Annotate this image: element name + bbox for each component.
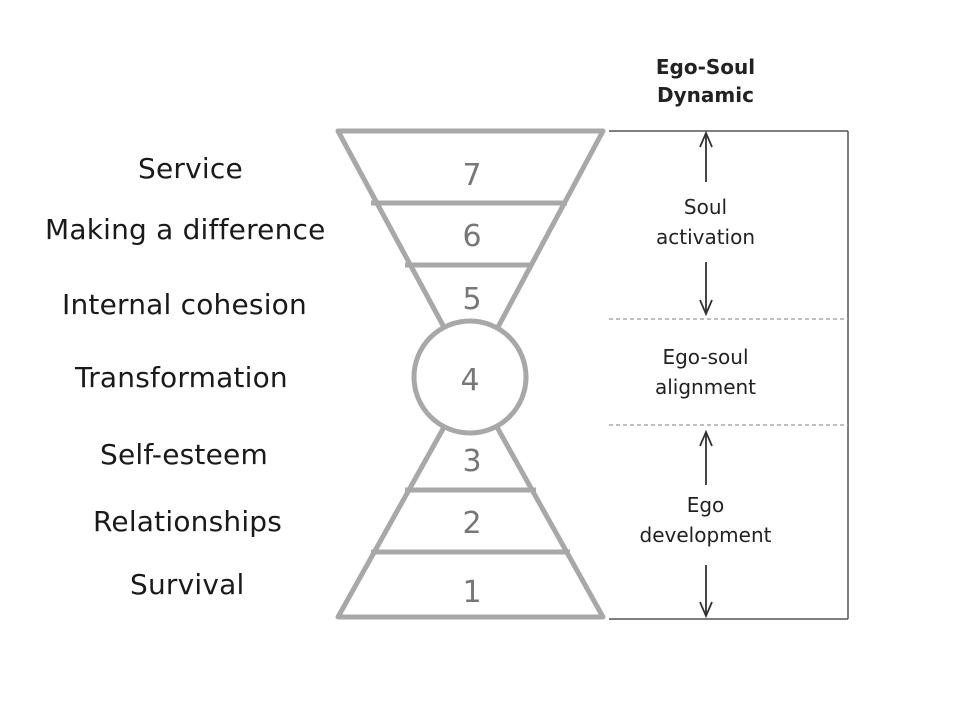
level-6-label: Making a difference bbox=[45, 213, 326, 246]
dynamic-title: Ego-Soul Dynamic bbox=[655, 55, 756, 107]
arrow-up-soul-icon bbox=[699, 130, 713, 182]
level-3-label: Self-esteem bbox=[100, 438, 268, 471]
level-2-label: Relationships bbox=[93, 505, 283, 538]
arrow-down-ego-icon bbox=[699, 565, 713, 619]
level-4-label: Transformation bbox=[75, 361, 288, 394]
arrow-up-ego-icon bbox=[699, 429, 713, 485]
level-5-label: Internal cohesion bbox=[62, 288, 307, 321]
level-5-number: 5 bbox=[462, 282, 481, 317]
center-circle bbox=[411, 318, 529, 436]
level-3-number: 3 bbox=[462, 444, 481, 479]
level-7-label: Service bbox=[138, 152, 243, 185]
level-7-number: 7 bbox=[462, 158, 481, 193]
level-1-number: 1 bbox=[462, 575, 481, 610]
level-2-number: 2 bbox=[462, 506, 481, 541]
level-6-number: 6 bbox=[462, 219, 481, 254]
level-1-label: Survival bbox=[130, 568, 245, 601]
soul-activation-label: Soul activation bbox=[655, 195, 756, 249]
level-4-number: 4 bbox=[460, 363, 479, 398]
ego-development-label: Ego development bbox=[639, 493, 772, 547]
ego-soul-alignment-label: Ego-soul alignment bbox=[654, 345, 757, 399]
arrow-down-soul-icon bbox=[699, 262, 713, 317]
